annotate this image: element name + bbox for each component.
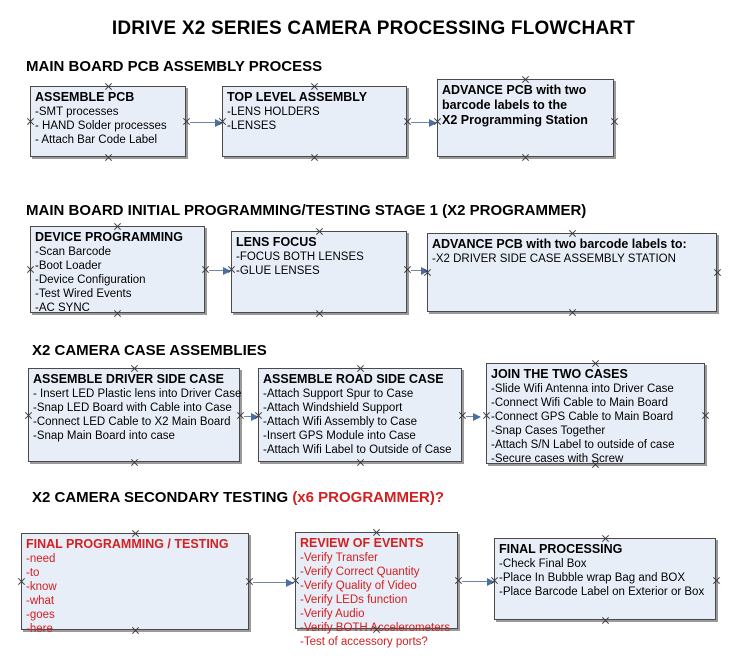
node-assemble-pcb[interactable]: ASSEMBLE PCB -SMT processes - HAND Solde… [30,86,186,157]
node-title: JOIN THE TWO CASES [491,367,628,381]
section-heading-text: X2 CAMERA SECONDARY TESTING [32,489,293,506]
node-line: -Snap Main Board into case [33,430,175,442]
node-line: -Snap LED Board with Cable into Case [33,402,232,414]
node-line: -SMT processes [35,106,119,118]
node-line: -Check Final Box [499,558,587,570]
node-title: ASSEMBLE PCB [35,90,135,104]
node-line: barcode labels to the [442,98,568,112]
node-line: -Test Wired Events [35,288,132,300]
node-line: -Slide Wifi Antenna into Driver Case [491,383,674,395]
node-title: REVIEW OF EVENTS [300,536,424,550]
section-heading-main-board-pcb-assembly: MAIN BOARD PCB ASSEMBLY PROCESS [26,58,322,75]
node-line: -Place In Bubble wrap Bag and BOX [499,572,686,584]
node-line: -Verify Transfer [300,552,378,564]
node-line: -X2 DRIVER SIDE CASE ASSEMBLY STATION [432,253,676,265]
section-heading-text: X2 CAMERA CASE ASSEMBLIES [32,342,267,359]
arrow-head-icon [223,266,231,275]
node-line: -GLUE LENSES [236,265,320,277]
node-line: -goes [26,609,55,621]
node-line: -Place Barcode Label on Exterior or Box [499,586,705,598]
connector-top-level-to-advance-pcb [411,118,437,127]
node-line: -Attach S/N Label to outside of case [491,439,675,451]
node-title: TOP LEVEL ASSEMBLY [227,90,368,104]
node-line: -FOCUS BOTH LENSES [236,251,364,263]
arrow-head-icon [429,118,437,127]
node-assemble-road-side-case[interactable]: ASSEMBLE ROAD SIDE CASE -Attach Support … [258,368,462,462]
node-line: -Attach Wifi Label to Outside of Case [263,444,452,456]
node-lens-focus[interactable]: LENS FOCUS -FOCUS BOTH LENSES -GLUE LENS… [231,231,407,313]
node-line: -Attach Windshield Support [263,402,403,414]
node-assemble-driver-side-case[interactable]: ASSEMBLE DRIVER SIDE CASE - Insert LED P… [28,368,242,462]
node-line: -Device Configuration [35,274,146,286]
node-line: -Verify LEDs function [300,594,408,606]
node-line: -AC SYNC [35,302,90,314]
node-line: X2 Programming Station [442,113,588,127]
node-line: - Attach Bar Code Label [35,134,158,146]
node-line: -Secure cases with Screw [491,453,624,465]
section-heading-x2-camera-secondary-testing: X2 CAMERA SECONDARY TESTING (x6 PROGRAMM… [32,489,444,506]
node-title: ASSEMBLE ROAD SIDE CASE [263,372,444,386]
node-line: -Verify BOTH Accelerometers [300,622,451,634]
connector-review-to-final-processing [462,577,495,586]
section-heading-main-board-initial-programming: MAIN BOARD INITIAL PROGRAMMING/TESTING S… [26,202,586,219]
node-advance-pcb-programming-station[interactable]: ADVANCE PCB with two barcode labels to t… [437,79,614,157]
node-line-overflow: -Test of accessory ports? [300,636,428,648]
connector-device-programming-to-lens-focus [209,266,231,275]
node-line: -LENSES [227,120,277,132]
arrow-head-icon [286,578,294,587]
node-line: -Attach Wifi Assembly to Case [263,416,418,428]
node-line: - HAND Solder processes [35,120,167,132]
connector-lens-focus-to-advance-pcb [411,266,429,275]
node-title: LENS FOCUS [236,235,317,249]
node-line: -Connect LED Cable to X2 Main Board [33,416,231,428]
node-title: ADVANCE PCB with two [442,83,587,97]
node-advance-pcb-driver-side-case[interactable]: ADVANCE PCB with two barcode labels to: … [427,233,717,312]
node-line: - Insert LED Plastic lens into Driver Ca… [33,388,242,400]
node-line: -Attach Support Spur to Case [263,388,414,400]
connector-assemble-pcb-to-top-level [190,118,223,127]
arrow-head-icon [215,118,223,127]
node-line: -Verify Correct Quantity [300,566,420,578]
connector-road-side-to-join-cases [466,412,481,421]
arrow-head-icon [473,412,481,421]
node-device-programming[interactable]: DEVICE PROGRAMMING -Scan Barcode -Boot L… [30,226,205,314]
node-top-level-assembly[interactable]: TOP LEVEL ASSEMBLY -LENS HOLDERS -LENSES [222,86,407,157]
node-line: -LENS HOLDERS [227,106,320,118]
section-heading-x2-camera-case-assemblies: X2 CAMERA CASE ASSEMBLIES [32,342,267,359]
node-title: FINAL PROCESSING [499,542,623,556]
node-line: -know [26,581,57,593]
node-title: ASSEMBLE DRIVER SIDE CASE [33,372,225,386]
node-review-of-events[interactable]: REVIEW OF EVENTS -Verify Transfer -Verif… [295,532,458,648]
connector-driver-side-to-road-side [244,412,259,421]
node-final-processing[interactable]: FINAL PROCESSING -Check Final Box -Place… [494,538,716,620]
node-line: -Snap Cases Together [491,425,606,437]
node-title: DEVICE PROGRAMMING [35,230,183,244]
node-title: FINAL PROGRAMMING / TESTING [26,537,229,551]
node-line: -Verify Audio [300,608,365,620]
node-line: -what [26,595,55,607]
arrow-head-icon [421,266,429,275]
node-join-the-two-cases[interactable]: JOIN THE TWO CASES -Slide Wifi Antenna i… [486,363,705,465]
section-heading-accent: (x6 PROGRAMMER)? [292,489,444,506]
node-line: -Scan Barcode [35,246,112,258]
section-heading-text: MAIN BOARD INITIAL PROGRAMMING/TESTING S… [26,202,587,219]
arrow-head-icon [487,577,495,586]
node-line: -Insert GPS Module into Case [263,430,416,442]
node-line: -need [26,553,56,565]
node-line: -Connect Wifi Cable to Main Board [491,397,669,409]
node-line: -Connect GPS Cable to Main Board [491,411,674,423]
connector-final-programming-to-review [253,578,294,587]
node-final-programming-testing[interactable]: FINAL PROGRAMMING / TESTING -need -to -k… [21,533,249,635]
node-line: -Boot Loader [35,260,102,272]
node-title: ADVANCE PCB with two barcode labels to: [432,237,687,251]
node-line: -to [26,567,40,579]
arrow-head-icon [251,412,259,421]
page-title: IDRIVE X2 SERIES CAMERA PROCESSING FLOWC… [111,18,636,39]
node-line: -here [26,623,53,635]
section-heading-text: MAIN BOARD PCB ASSEMBLY PROCESS [26,58,323,75]
node-line: -Verify Quality of Video [300,580,417,592]
